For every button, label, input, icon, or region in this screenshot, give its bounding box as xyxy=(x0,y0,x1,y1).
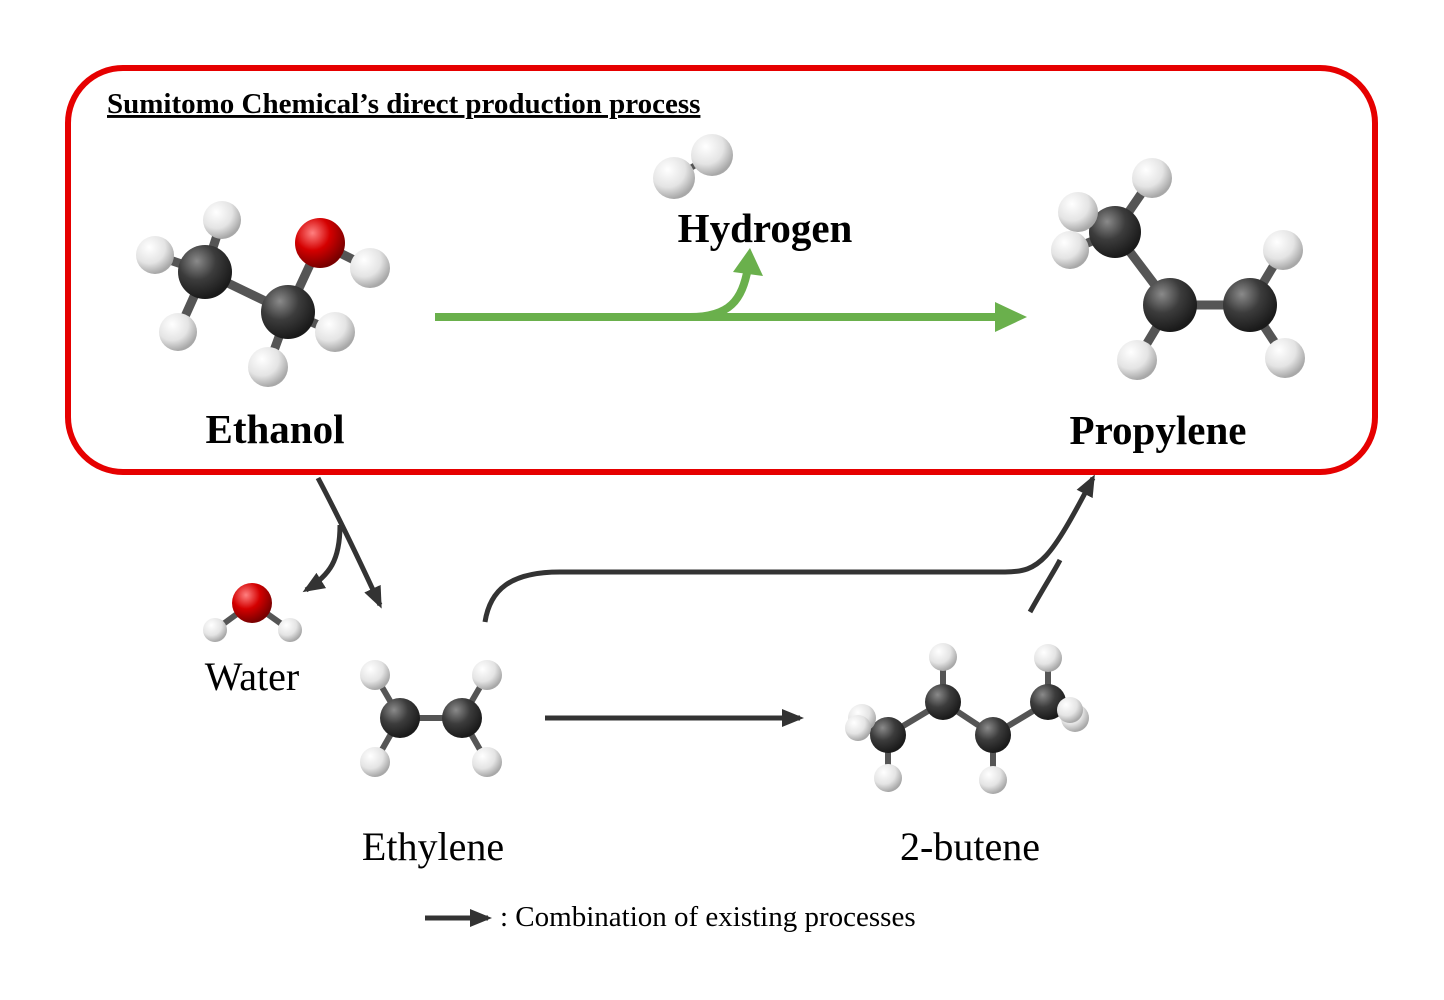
hydrogen-atom xyxy=(472,747,502,777)
hydrogen-atom xyxy=(136,236,174,274)
carbon-atom xyxy=(870,717,906,753)
hydrogen-atom xyxy=(929,643,957,671)
hydrogen-atom xyxy=(315,312,355,352)
oxygen-atom xyxy=(295,218,345,268)
carbon-atom xyxy=(178,245,232,299)
hydrogen-atom xyxy=(360,747,390,777)
hydrogen-atom xyxy=(203,618,227,642)
carbon-atom xyxy=(1223,278,1277,332)
oxygen-atom xyxy=(232,583,272,623)
molecule-propylene xyxy=(1051,158,1305,380)
label-propylene: Propylene xyxy=(1070,407,1247,453)
molecule-ethanol xyxy=(136,201,390,387)
hydrogen-atom xyxy=(360,660,390,690)
hydrogen-atom xyxy=(1132,158,1172,198)
molecule-ethylene xyxy=(360,660,502,777)
hydrogen-atom xyxy=(653,157,695,199)
hydrogen-atom xyxy=(979,766,1007,794)
diagram-title: Sumitomo Chemical’s direct production pr… xyxy=(107,88,700,120)
label-water: Water xyxy=(205,654,300,699)
molecule-models xyxy=(136,134,1305,794)
hydrogen-atom xyxy=(278,618,302,642)
hydrogen-atom xyxy=(1051,231,1089,269)
direct-arrow-head xyxy=(995,302,1027,332)
hydrogen-atom xyxy=(1265,338,1305,378)
hydrogen-atom xyxy=(350,248,390,288)
hydrogen-atom xyxy=(1263,230,1303,270)
hydrogen-atom xyxy=(1117,340,1157,380)
hydrogen-atom xyxy=(845,715,871,741)
label-ethanol: Ethanol xyxy=(206,406,345,452)
direct-process-arrow xyxy=(435,267,995,321)
hydrogen-arrow-head xyxy=(733,248,763,276)
legend-text: : Combination of existing processes xyxy=(500,901,916,933)
molecule-h2 xyxy=(653,134,733,199)
hydrogen-atom xyxy=(203,201,241,239)
carbon-atom xyxy=(380,698,420,738)
hydrogen-atom xyxy=(159,313,197,351)
carbon-atom xyxy=(1089,206,1141,258)
hydrogen-atom xyxy=(1057,697,1083,723)
hydrogen-atom xyxy=(874,764,902,792)
hydrogen-atom xyxy=(1058,192,1098,232)
molecule-water xyxy=(203,583,302,642)
carbon-atom xyxy=(442,698,482,738)
hydrogen-atom xyxy=(472,660,502,690)
direct-process-frame xyxy=(65,65,1378,475)
hydrogen-atom xyxy=(1034,644,1062,672)
carbon-atom xyxy=(925,684,961,720)
carbon-atom xyxy=(1030,684,1066,720)
label-ethylene: Ethylene xyxy=(362,824,504,869)
hydrogen-atom xyxy=(691,134,733,176)
existing-process-arrows xyxy=(302,474,1096,927)
label-2-butene: 2-butene xyxy=(900,824,1040,869)
carbon-atom xyxy=(975,717,1011,753)
molecule-butene xyxy=(845,643,1089,794)
carbon-atom xyxy=(261,285,315,339)
carbon-atom xyxy=(1143,278,1197,332)
hydrogen-atom xyxy=(248,347,288,387)
label-hydrogen: Hydrogen xyxy=(678,205,853,251)
